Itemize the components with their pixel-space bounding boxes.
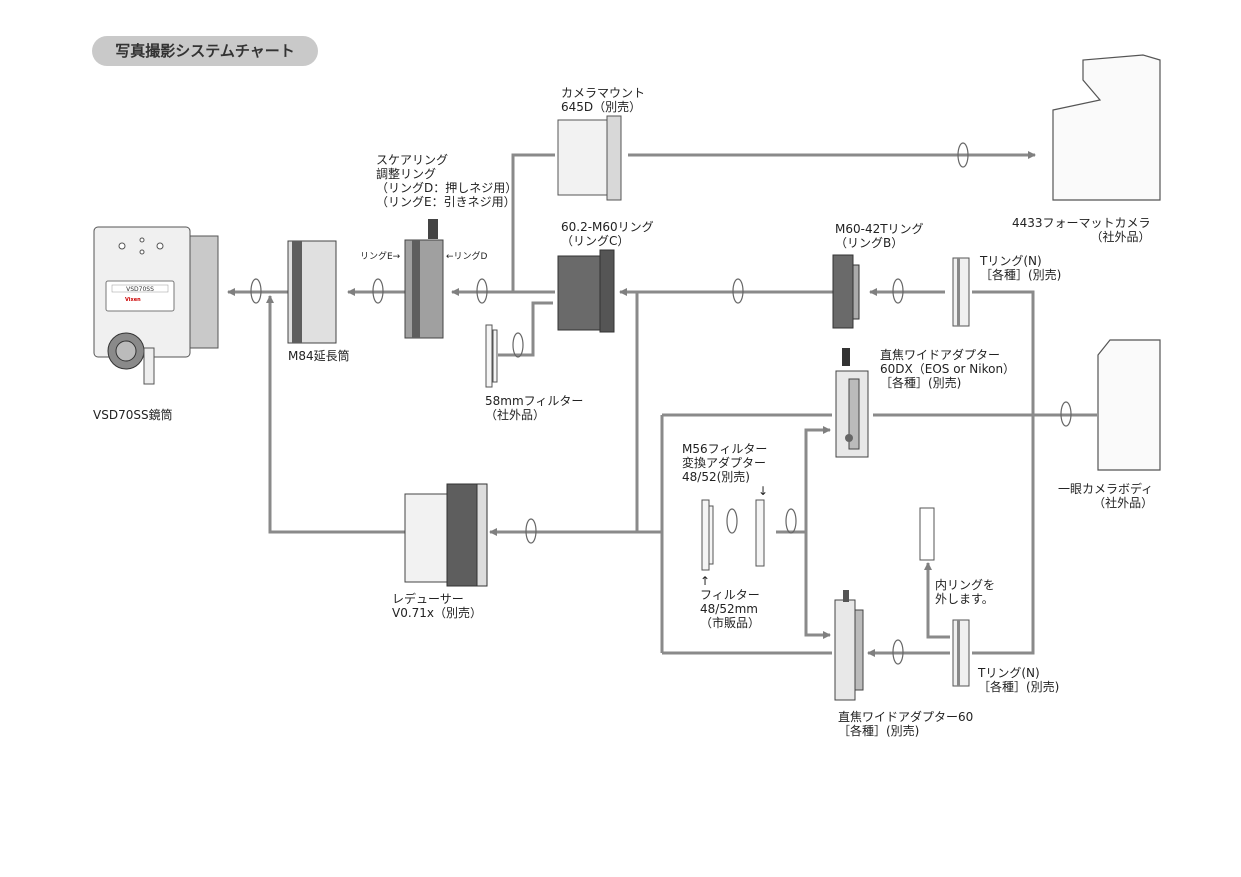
line-reducer-up (266, 295, 405, 534)
filter-58-illustration (485, 324, 498, 388)
label-slr: 一眼カメラボディ（社外品） (1058, 482, 1154, 510)
line-filter58 (498, 301, 553, 357)
label-t-ring-bottom: Tリング(N)［各種］(別売) (978, 666, 1060, 694)
rotation-icon (726, 508, 738, 534)
adapter-60dx-illustration (835, 348, 869, 458)
scope-brand-plate: Vixen (125, 297, 141, 303)
line-branch-up (511, 153, 555, 292)
label-m56-adapter: M56フィルター変換アダプター 48/52(別売) (682, 442, 768, 484)
label-filter-4852: ↑フィルター 48/52mm（市販品） (700, 574, 761, 630)
label-camera-4433: 4433フォーマットカメラ（社外品） (1012, 216, 1151, 244)
label-filter-58: 58mmフィルター（社外品） (485, 394, 584, 422)
rotation-icon (732, 278, 744, 304)
label-ring-d: ←リングD (446, 252, 488, 262)
rotation-icon (250, 278, 262, 304)
rotation-icon (525, 518, 537, 544)
camera-mount-645d-illustration (557, 115, 622, 201)
label-ring-c: 60.2-M60リング（リングC） (561, 220, 654, 248)
inner-ring-illustration (919, 507, 935, 561)
m84-tube-illustration (287, 240, 337, 344)
label-t-ring-top: Tリング(N)［各種］(別売) (980, 254, 1062, 282)
label-inner-ring: 内リングを外します。 (935, 578, 996, 606)
t-ring-top-illustration (952, 257, 970, 327)
reducer-illustration (404, 483, 488, 587)
camera-4433-illustration (1052, 54, 1161, 201)
label-adapter-60: 直焦ワイドアダプター60［各種］(別売) (838, 710, 974, 738)
connector-lines (227, 151, 1097, 657)
rotation-icons (250, 142, 1072, 665)
rotation-icon (892, 639, 904, 665)
line-down-to-60 (804, 532, 831, 639)
scope-name-plate: VSD70SS (126, 286, 154, 293)
line-up-to-60dx (804, 426, 831, 532)
rotation-icon (957, 142, 969, 168)
page-title: 写真撮影システムチャート (92, 36, 318, 66)
rotation-icon (476, 278, 488, 304)
ring-b-illustration (832, 254, 860, 329)
rotation-icon (1060, 401, 1072, 427)
line-right-vertical (972, 290, 1035, 655)
adapter-60-illustration (834, 590, 864, 701)
label-square-ring: スケアリング調整リング （リングD：押しネジ用）（リングE：引きネジ用） (376, 153, 518, 209)
label-down-arrow: ↓ (758, 484, 769, 498)
slr-body-illustration (1097, 339, 1161, 471)
rotation-icon (512, 332, 524, 358)
rotation-icon (892, 278, 904, 304)
label-m84: M84延長筒 (288, 349, 350, 363)
line-inner-ring (924, 562, 950, 639)
square-ring-illustration (404, 219, 444, 339)
ring-c-illustration (557, 249, 615, 333)
label-vsd70ss: VSD70SS鏡筒 (93, 408, 173, 422)
label-ring-e: リングE→ (360, 252, 401, 262)
m56-adapter-illustration (701, 499, 765, 571)
rotation-icon (372, 278, 384, 304)
label-ring-b: M60-42Tリング（リングB） (835, 222, 924, 250)
t-ring-bottom-illustration (952, 619, 970, 687)
vsd70ss-scope-illustration: VSD70SS Vixen (93, 226, 219, 385)
rotation-icon (785, 508, 797, 534)
